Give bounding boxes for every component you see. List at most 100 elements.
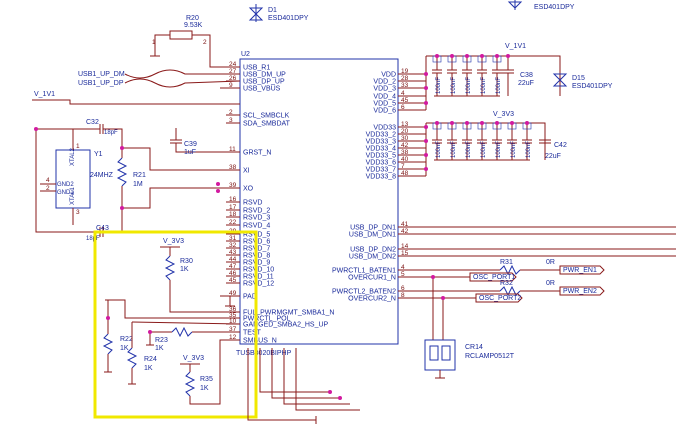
bypass-cap-value: 100nF [496,141,502,158]
bypass-cap-value: 100nF [481,77,487,94]
right-pin-number: 42 [401,142,409,149]
bypass-cap-junction [480,54,484,58]
right-pin-number: 7 [401,163,405,170]
bypass-cap-value: 100nF [466,77,472,94]
left-pin-name: SCL_SMBCLK [243,113,290,120]
left-pin-name: PWRCTL_POL [243,316,291,323]
left-pin-name: RSVD_10 [243,267,274,274]
net-v3v3-r35: V_3V3 [183,355,204,362]
left-pin-name: RSVD_3 [243,215,270,222]
right-pin-name: PWRCTL1_BATEN1 [332,268,396,275]
left-pin-number: 45 [229,277,237,284]
junction-dots [34,54,510,400]
left-pin-number: 49 [229,290,237,297]
v1v1-left-group: V_1V1 [32,91,240,105]
bypass-cap-junction [510,121,514,125]
bypass-cap-value: 100nF [451,141,457,158]
left-pin-number: 36 [229,306,237,313]
d1-ref: D1 [268,7,277,14]
left-pin-number: 9 [229,82,233,89]
y1-value: 24MHZ [90,172,114,179]
right-pin-number: 20 [401,128,409,135]
right-pin-name: USB_DP_DN2 [350,247,396,254]
r31-value: 0R [546,259,555,266]
left-pin-number: 47 [229,263,237,270]
left-pin-name: XI [243,168,250,175]
left-pin-number: 22 [229,219,237,226]
r23-ref: R23 [155,337,168,344]
right-pin-number: 5 [401,271,405,278]
left-pin-name: FULLPWRMGMT_SMBA1_N [243,310,334,317]
right-pin-number: 40 [401,156,409,163]
right-pin-number: 4 [401,264,405,271]
y1-xtal1: XTAL1 [70,186,76,205]
left-pin-number: 10 [229,318,237,325]
d1-symbol [248,7,264,15]
bypass-cap-junction [495,121,499,125]
highlight-box [93,230,258,419]
right-pin-number: 45 [401,97,409,104]
bypass-cap-value: 100nF [511,141,517,158]
left-pin-name: GRST_N [243,150,271,157]
left-pin-number: 24 [229,61,237,68]
left-pin-number: 3 [229,117,233,124]
pwr-osc-group: PWR_EN1 R31 0R OSC_PORT1 PWR_EN2 R32 0R … [398,259,605,340]
r22-value: 1K [120,345,129,352]
net-osc-port2: OSC_PORT2 [479,295,521,302]
left-pin-name: USB_VBUS [243,86,281,93]
c39-value: 1uF [184,149,196,156]
net-pwr-en1: PWR_EN1 [563,267,597,274]
left-pin-name: RSVD_12 [243,281,274,288]
r22-ref: R22 [120,336,133,343]
right-pin-number: 19 [401,68,409,75]
right-pin-number: 15 [401,250,409,257]
r31-ref: R31 [500,259,513,266]
r20-ref: R20 [186,15,199,22]
net-v1v1-right: V_1V1 [505,43,526,50]
left-pin-number: 46 [229,270,237,277]
right-pin-name: VDD_4 [373,94,396,101]
osc-port1-port [469,272,517,282]
left-pin-number: 37 [229,326,237,333]
c38-value: 22uF [518,80,534,87]
net-v1v1-left: V_1V1 [34,91,55,98]
d-top-right-group: ESD401DPY [507,0,575,11]
right-pin-name: USB_DM_DN2 [349,254,396,261]
right-pin-name: USB_DM_DN1 [349,232,396,239]
left-pin-number: 11 [229,146,236,153]
net-v3v3-right: V_3V3 [493,111,514,118]
cr14-group: CR14 RCLAMP0512T [424,339,515,379]
left-pin-name: USB_DM_UP [243,72,286,79]
crystal-group: C32 18pF Y1 24MHZ GND2 GND1 XTAL2 XTAL1 … [35,119,240,242]
right-pin-number: 38 [401,149,409,156]
d-top-value: ESD401DPY [534,4,575,11]
bypass-cap-junction [465,121,469,125]
right-pin-name: USB_DP_DN1 [350,225,396,232]
left-pin-name: RSVD_11 [243,274,274,281]
osc-port2-port [475,293,523,303]
r20-pin2: 2 [203,39,207,46]
right-pin-number: 14 [401,243,409,250]
y1-xtal2: XTAL2 [70,147,76,166]
right-pin-name: VDD33_7 [366,167,396,174]
net-v3v3-r30: V_3V3 [163,238,184,245]
bypass-cap-value: 100nF [451,77,457,94]
right-pin-name: VDD_3 [373,86,396,93]
c42-ref: C42 [554,142,567,149]
r21-ref: R21 [133,172,146,179]
left-pin-name: GANGED_SMBA2_HS_UP [243,322,329,329]
r24-ref: R24 [144,356,157,363]
y1-pin4: 4 [46,177,50,184]
right-pin-name: OVERCUR2_N [348,296,396,303]
bypass-cap-junction [450,54,454,58]
bypass-cap-junction [450,121,454,125]
d15-value: ESD401DPY [572,83,613,90]
net-pwr-en2: PWR_EN2 [563,288,597,295]
pwr-en1-port [559,265,605,275]
r20-body [169,30,193,40]
left-pin-number: 39 [229,182,237,189]
r32-ref: R32 [500,280,513,287]
